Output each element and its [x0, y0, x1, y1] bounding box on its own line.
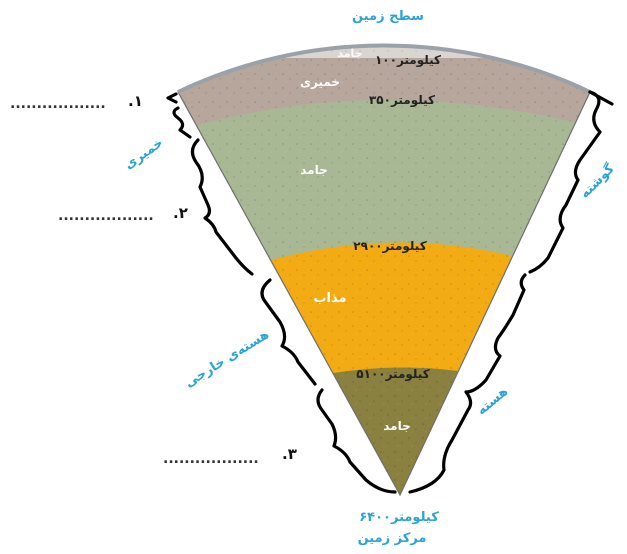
center-depth-label: ۶۴۰۰کیلومتر — [359, 510, 439, 525]
depth-350-label: ۳۵۰کیلومتر — [369, 93, 435, 108]
mantle-side-label: گوشته — [577, 160, 618, 201]
mantle-brace — [528, 90, 602, 274]
blank-2-number: .۲ — [173, 204, 188, 222]
crust-state-label: جامد — [337, 47, 362, 60]
surface-tick — [588, 90, 614, 106]
outer-core-side-label: هسته‌ی خارجی — [182, 327, 271, 391]
blank-3-dots[interactable]: .................. — [163, 451, 259, 467]
layer1-brace — [166, 92, 178, 104]
blank-2-dots[interactable]: .................. — [58, 208, 154, 224]
center-label: مرکز زمین — [358, 531, 427, 546]
outer-core-brace — [260, 278, 317, 386]
asthenosphere-side-label: خمیری — [122, 136, 166, 173]
asthenosphere-state-label: خمیری — [300, 75, 340, 89]
blank-1-dots[interactable]: .................. — [10, 96, 106, 112]
surface-label: سطح زمین — [352, 9, 424, 24]
mantle-state-label: جامد — [300, 163, 328, 177]
asthenosphere-brace — [172, 106, 192, 139]
outer-core-state-label: مذاب — [313, 291, 346, 306]
depth-5100-label: ۵۱۰۰کیلومتر — [356, 367, 429, 382]
core-brace — [408, 273, 527, 494]
blank-1-number: .۱ — [128, 92, 143, 110]
surface-arc — [177, 43, 591, 94]
layer2-brace — [190, 138, 254, 276]
depth-2900-label: ۲۹۰۰کیلومتر — [353, 239, 426, 254]
layer3-brace — [316, 388, 397, 494]
blank-3-number: .۳ — [282, 445, 297, 463]
core-side-label: هسته — [474, 384, 511, 418]
inner-core-state-label: جامد — [383, 419, 411, 433]
depth-100-label: ۱۰۰کیلومتر — [375, 53, 441, 68]
